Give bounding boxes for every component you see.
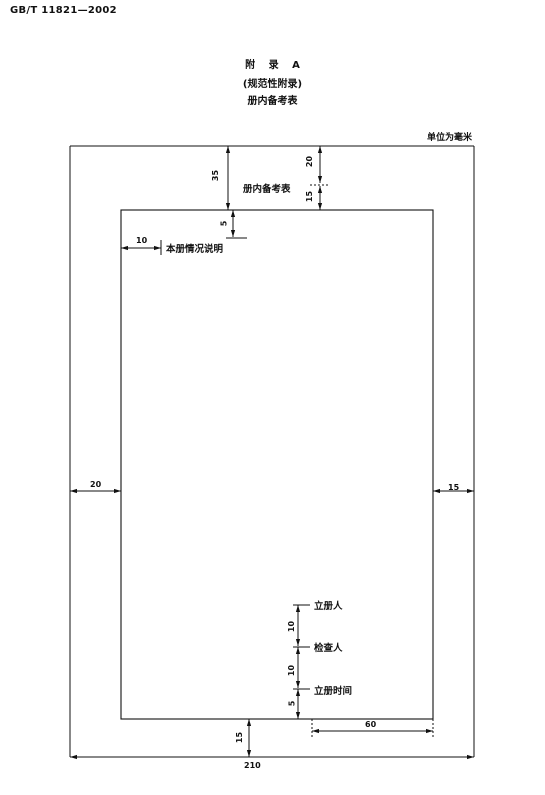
unit-note: 单位为毫米 — [426, 133, 472, 143]
creation-time-label: 立册时间 — [314, 686, 353, 697]
description-label: 本册情况说明 — [166, 244, 224, 255]
dim-top-margin: 35 — [211, 169, 221, 182]
dim-right-margin: 15 — [448, 483, 460, 492]
dim-left-margin: 20 — [90, 480, 102, 489]
dim-text-indent: 10 — [136, 236, 148, 245]
standard-number: GB/T 11821—2002 — [10, 5, 117, 16]
form-box — [120, 209, 434, 720]
dim-page-width: 210 — [244, 761, 261, 770]
dim-title-below: 15 — [305, 190, 315, 203]
inspector-label: 检查人 — [314, 643, 343, 654]
dim-creator-to-inspector: 10 — [287, 620, 297, 633]
form-title: 册内备考表 — [243, 184, 291, 195]
annex-title: 附 录 A — [245, 60, 300, 71]
dim-title-above: 20 — [305, 155, 315, 168]
dim-title-to-text: 5 — [219, 220, 229, 227]
creator-label: 立册人 — [314, 601, 343, 612]
dim-time-to-bottom: 5 — [287, 700, 297, 707]
dim-inspector-to-time: 10 — [287, 664, 297, 677]
annex-subtitle: (规范性附录) — [242, 79, 303, 90]
dim-bottom-margin: 15 — [235, 731, 245, 744]
annex-name: 册内备考表 — [247, 96, 298, 107]
dim-signature-width: 60 — [365, 720, 377, 729]
